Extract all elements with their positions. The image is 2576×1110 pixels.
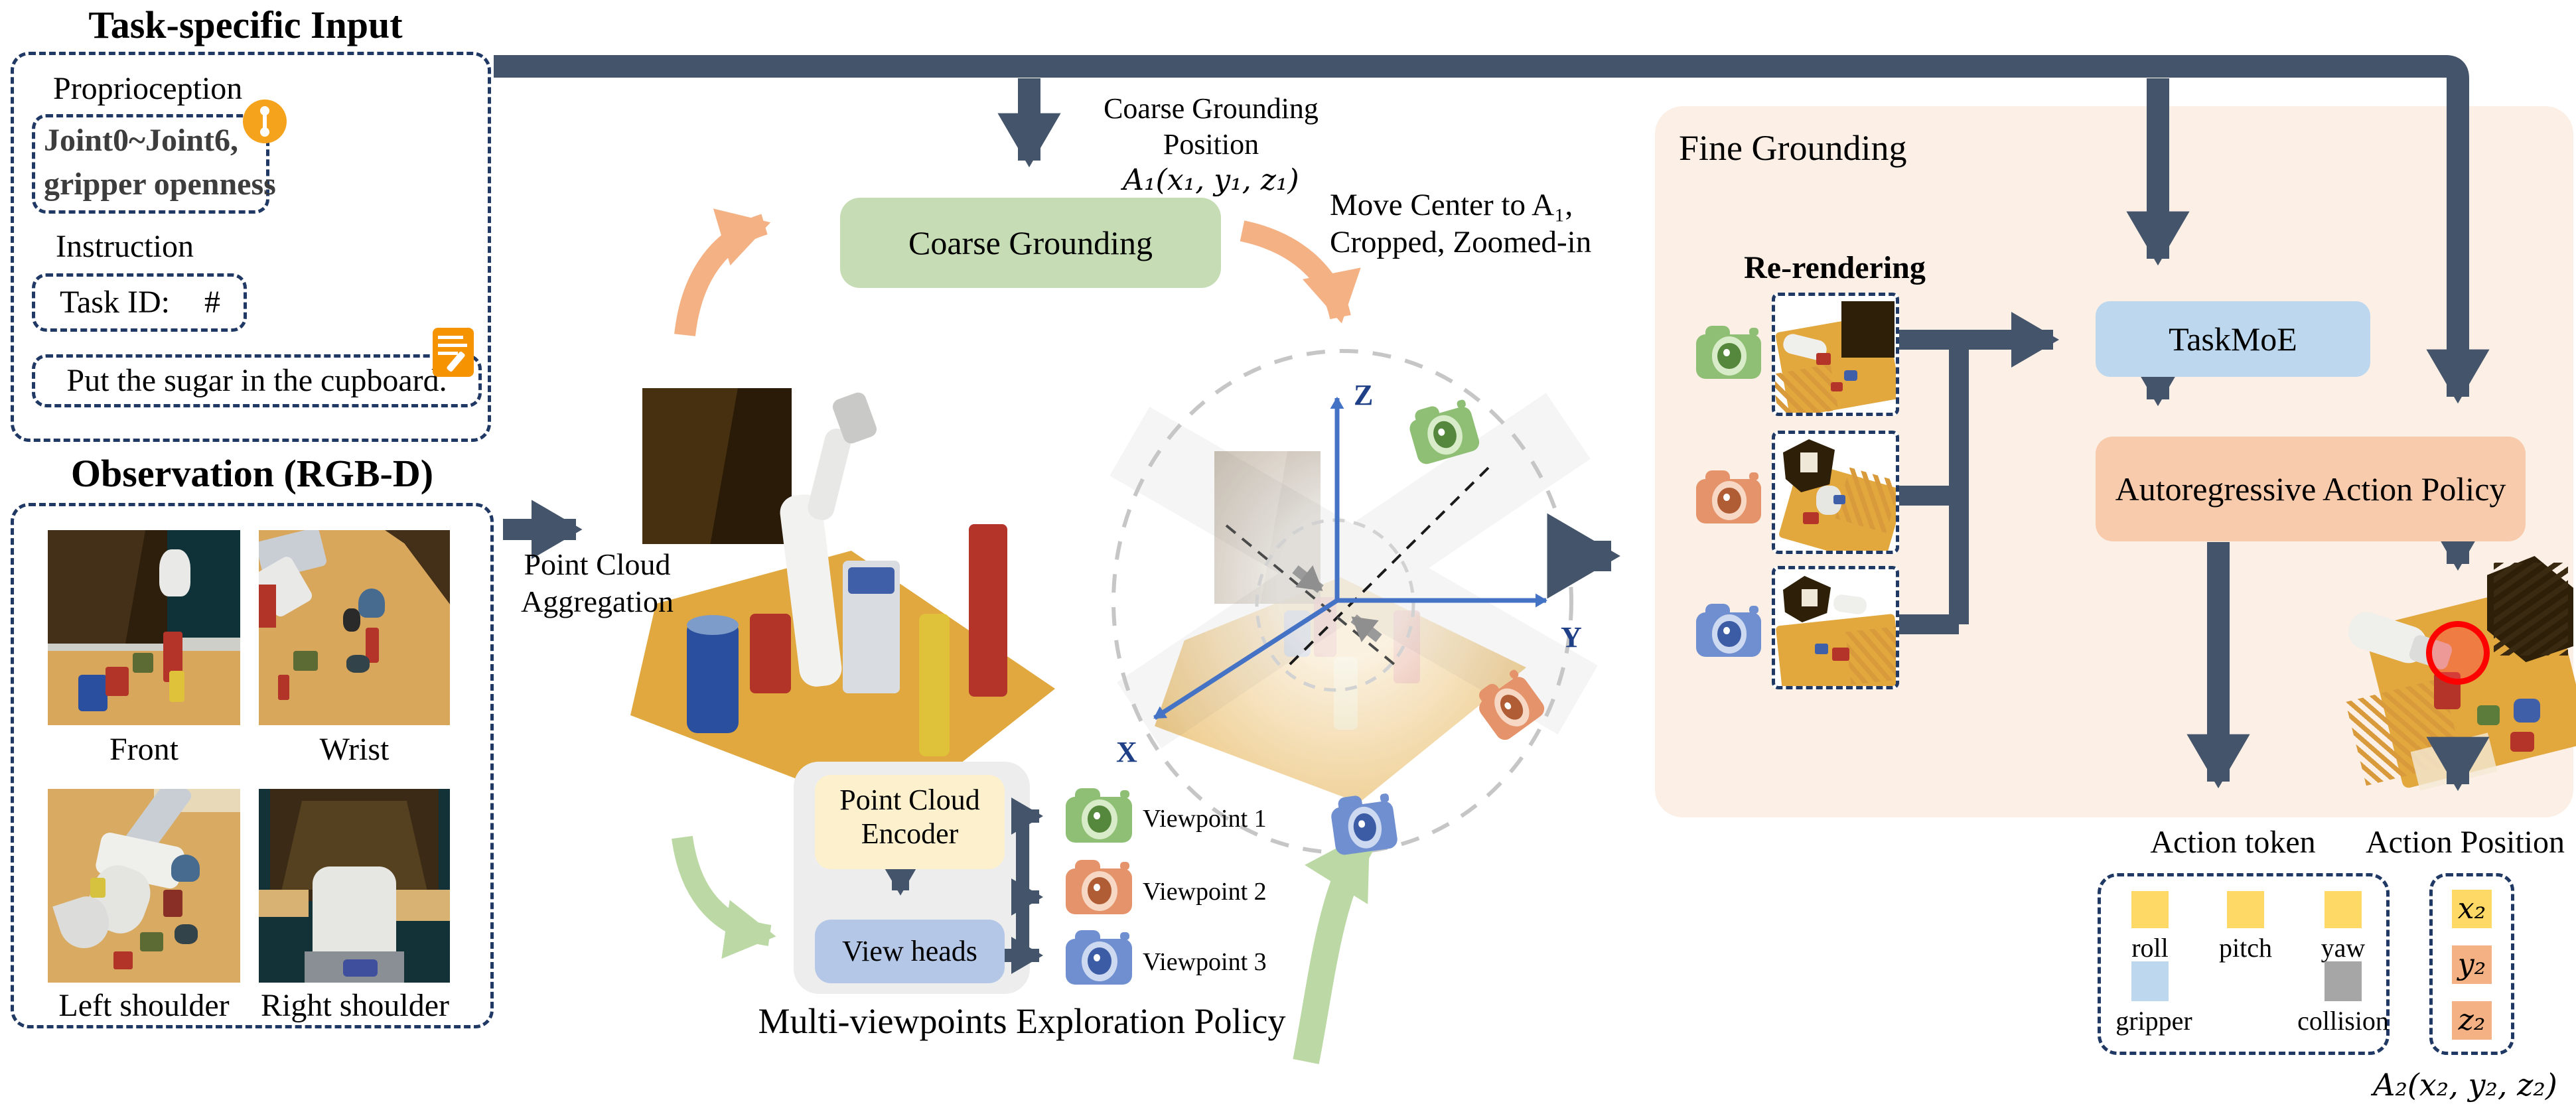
action-token-label: Action token bbox=[2150, 825, 2316, 860]
front-view-label: Front bbox=[109, 732, 179, 767]
joint-state-line1: Joint0~Joint6, bbox=[44, 123, 238, 158]
x2-cell: x₂ bbox=[2452, 890, 2492, 928]
coarse-grounding-label: Coarse Grounding bbox=[908, 224, 1153, 261]
task-id-value: # bbox=[204, 285, 220, 320]
cg-position-formula: A₁(x₁, y₁, z₁) bbox=[1123, 163, 1299, 197]
note-icon bbox=[433, 328, 474, 377]
explorer-title: Multi-viewpoints Exploration Policy bbox=[758, 1001, 1286, 1041]
proprioception-label: Proprioception bbox=[53, 71, 243, 106]
cg-position-line2: Position bbox=[1163, 128, 1259, 161]
task-id-box bbox=[32, 273, 247, 332]
task-input-title: Task-specific Input bbox=[88, 3, 403, 46]
roll-token-label: roll bbox=[2131, 933, 2169, 963]
fine-grounding-title: Fine Grounding bbox=[1679, 128, 1907, 168]
task-id-label: Task ID: bbox=[60, 285, 170, 320]
cg-position-line1: Coarse Grounding bbox=[1104, 92, 1319, 125]
viewpoint1-label: Viewpoint 1 bbox=[1143, 805, 1267, 833]
axis-x-label: X bbox=[1116, 736, 1137, 768]
viewpoint2-label: Viewpoint 2 bbox=[1143, 878, 1267, 906]
move-center-line2: Cropped, Zoomed-in bbox=[1330, 225, 1592, 259]
rerendering-label: Re-rendering bbox=[1744, 250, 1926, 285]
instruction-text-box bbox=[32, 354, 482, 407]
rerender-thumb-3 bbox=[1772, 566, 1899, 689]
viewpoint3-camera-icon bbox=[1328, 790, 1399, 857]
gripper-token-label: gripper bbox=[2115, 1006, 2192, 1036]
axis-y-label: Y bbox=[1561, 621, 1582, 654]
zoomed-point-cloud-image bbox=[1115, 372, 1573, 843]
encoder-label-line1: Point Cloud bbox=[839, 784, 980, 816]
action-position-box: x₂ y₂ z₂ bbox=[2429, 873, 2514, 1055]
coarse-grounding-box: Coarse Grounding bbox=[840, 198, 1221, 288]
point-cloud-encoder-box: Point Cloud Encoder bbox=[815, 775, 1005, 869]
joint-icon bbox=[243, 100, 287, 143]
right-shoulder-label: Right shoulder bbox=[261, 988, 449, 1023]
action-policy-box: Autoregressive Action Policy bbox=[2096, 437, 2526, 541]
left-shoulder-view-image bbox=[48, 789, 240, 983]
aggregated-point-cloud-image bbox=[624, 368, 1075, 833]
move-center-line1: Move Center to A₁, bbox=[1330, 188, 1573, 222]
front-view-image bbox=[48, 530, 240, 725]
explorer-viewpoint1-camera-icon bbox=[1066, 787, 1132, 844]
wrist-view-image bbox=[259, 530, 450, 725]
rerender-camera3-icon bbox=[1696, 602, 1761, 658]
aggregation-caption-line1: Point Cloud bbox=[524, 547, 671, 581]
rerender-camera1-icon bbox=[1696, 324, 1761, 380]
rerender-thumb-2 bbox=[1772, 431, 1899, 554]
observation-title: Observation (RGB-D) bbox=[70, 452, 434, 495]
explorer-viewpoint2-camera-icon bbox=[1066, 859, 1132, 916]
aggregation-caption-line2: Aggregation bbox=[521, 585, 674, 618]
y2-cell: y₂ bbox=[2452, 945, 2492, 984]
rerender-thumb-1 bbox=[1772, 293, 1899, 416]
action-policy-label: Autoregressive Action Policy bbox=[2115, 470, 2506, 508]
taskmoe-box: TaskMoE bbox=[2096, 301, 2370, 377]
left-shoulder-label: Left shoulder bbox=[58, 988, 230, 1023]
yaw-token-label: yaw bbox=[2321, 933, 2366, 963]
observation-box bbox=[11, 503, 494, 1028]
joint-state-box bbox=[32, 114, 269, 214]
grounding-highlight-circle bbox=[2426, 621, 2490, 685]
right-shoulder-view-image bbox=[259, 789, 450, 983]
z2-cell: z₂ bbox=[2452, 1001, 2492, 1040]
collision-token-swatch bbox=[2325, 961, 2362, 1001]
action-token-box: roll pitch yaw gripper collision bbox=[2098, 873, 2390, 1055]
view-heads-box: View heads bbox=[815, 920, 1005, 983]
pitch-token-swatch bbox=[2227, 891, 2264, 928]
axis-z-label: Z bbox=[1354, 379, 1374, 411]
gripper-token-swatch bbox=[2131, 961, 2169, 1001]
pitch-token-label: pitch bbox=[2219, 933, 2272, 963]
rerender-camera2-icon bbox=[1696, 469, 1761, 525]
instruction-label: Instruction bbox=[56, 229, 194, 264]
collision-token-label: collision bbox=[2297, 1006, 2389, 1036]
action-position-formula: A₂(x₂, y₂, z₂) bbox=[2373, 1067, 2557, 1103]
viewpoint3-label: Viewpoint 3 bbox=[1143, 948, 1267, 976]
action-result-image bbox=[2344, 556, 2576, 791]
roll-token-swatch bbox=[2131, 891, 2169, 928]
taskmoe-label: TaskMoE bbox=[2169, 320, 2297, 358]
view-heads-label: View heads bbox=[842, 935, 977, 967]
joint-state-line2: gripper openness bbox=[44, 167, 276, 202]
wrist-view-label: Wrist bbox=[319, 732, 390, 767]
encoder-label-line2: Encoder bbox=[861, 817, 959, 850]
yaw-token-swatch bbox=[2325, 891, 2362, 928]
explorer-viewpoint3-camera-icon bbox=[1066, 929, 1132, 986]
instruction-text: Put the sugar in the cupboard. bbox=[66, 363, 447, 398]
action-position-label: Action Position bbox=[2365, 825, 2565, 860]
task-input-box bbox=[11, 52, 491, 442]
